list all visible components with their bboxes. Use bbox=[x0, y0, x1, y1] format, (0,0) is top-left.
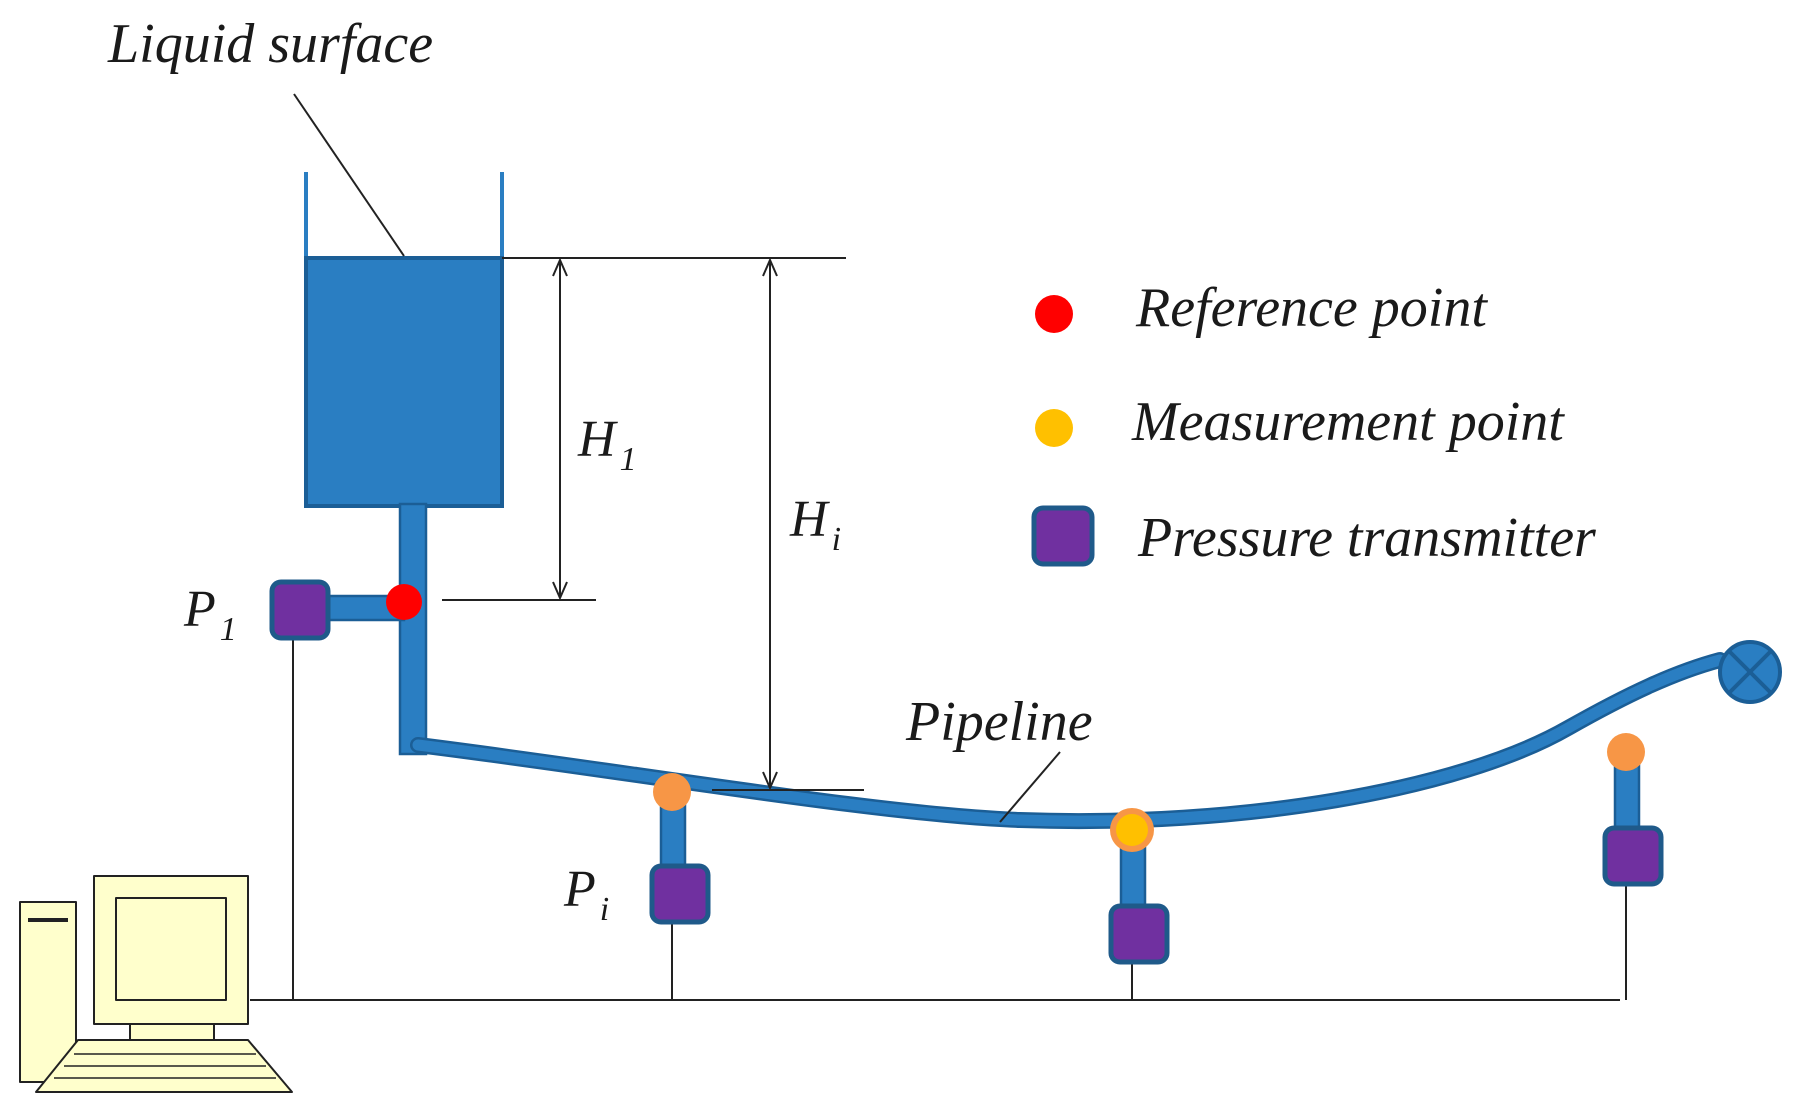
pressure-transmitter-p1 bbox=[269, 579, 331, 641]
p1-symbol: P bbox=[183, 581, 216, 638]
hi-subscript: i bbox=[832, 521, 841, 558]
measurement-point-3 bbox=[1607, 733, 1645, 771]
measurement-points bbox=[653, 733, 1645, 852]
hi-symbol: H bbox=[789, 491, 830, 548]
reference-point-marker bbox=[386, 584, 422, 620]
tank-water bbox=[304, 256, 504, 508]
pi-subscript: i bbox=[600, 891, 609, 928]
legend-reference-point-icon bbox=[1035, 295, 1073, 333]
legend-pressure-transmitter-label: Pressure transmitter bbox=[1137, 507, 1596, 569]
legend-pressure-transmitter-icon bbox=[1031, 505, 1095, 567]
legend: Reference point Measurement point Pressu… bbox=[1031, 277, 1596, 569]
h1-symbol: H bbox=[577, 411, 618, 468]
pipeline-leader-line bbox=[999, 751, 1061, 823]
liquid-surface-leader-line bbox=[293, 93, 405, 257]
pressure-transmitter-pi bbox=[649, 863, 711, 925]
computer-icon bbox=[19, 875, 293, 1093]
tank bbox=[304, 172, 504, 508]
legend-reference-point-label: Reference point bbox=[1135, 277, 1488, 339]
pi-symbol: P bbox=[563, 861, 596, 918]
valve-icon bbox=[1718, 640, 1782, 704]
pressure-transmitter-4 bbox=[1602, 825, 1664, 887]
legend-measurement-point-label: Measurement point bbox=[1131, 391, 1565, 453]
outlet-pipe bbox=[398, 502, 428, 756]
signal-wiring bbox=[250, 640, 1627, 1001]
liquid-surface-label: Liquid surface bbox=[107, 13, 433, 75]
p1-subscript: 1 bbox=[220, 611, 237, 648]
pressure-transmitters bbox=[269, 579, 1664, 965]
computer-monitor-stand bbox=[129, 1023, 215, 1041]
pressure-transmitter-3 bbox=[1108, 903, 1170, 965]
measurement-point-1 bbox=[653, 773, 691, 811]
computer-tower bbox=[19, 901, 77, 1083]
computer-screen bbox=[115, 897, 227, 1001]
pipeline-label: Pipeline bbox=[905, 691, 1093, 753]
measurement-point-2 bbox=[1116, 814, 1148, 846]
legend-measurement-point-icon bbox=[1035, 409, 1073, 447]
h1-subscript: 1 bbox=[620, 441, 637, 478]
